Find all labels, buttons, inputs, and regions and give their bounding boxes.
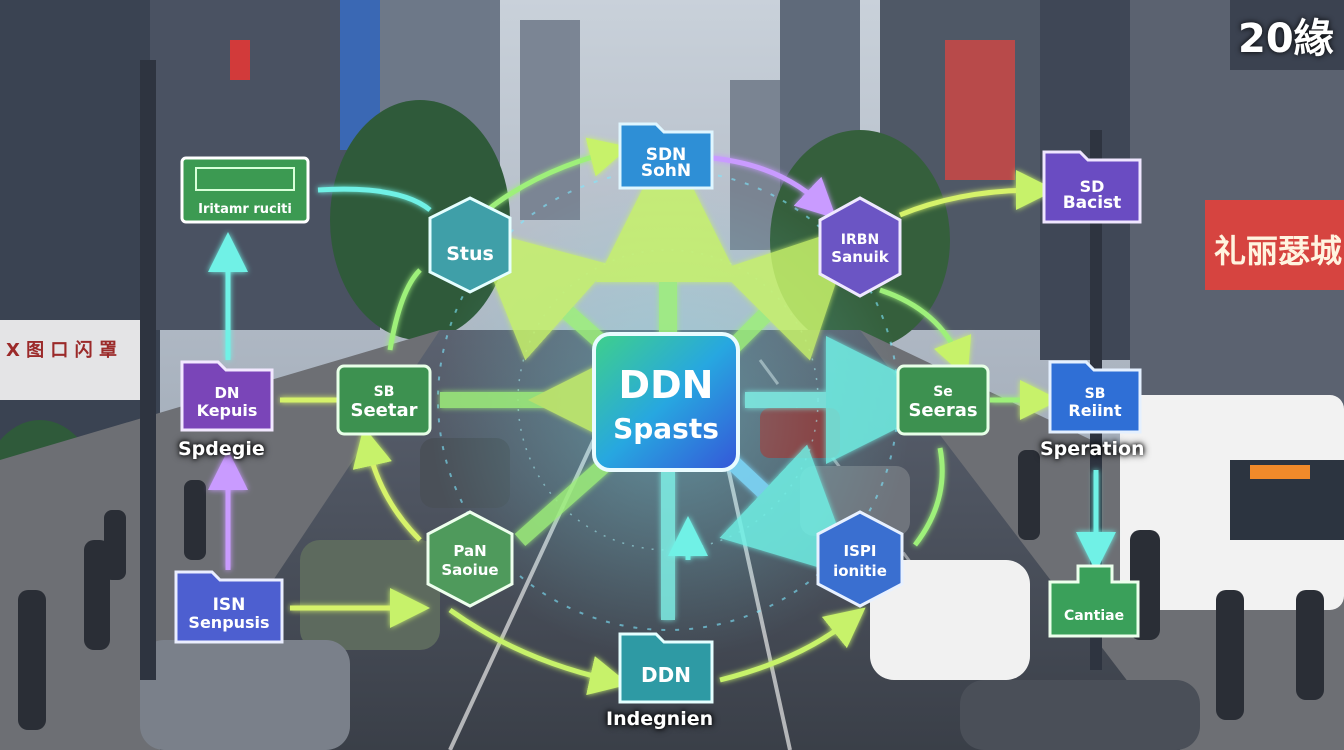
storefront-text-left: Ⅹ 图 口 闪 罩	[6, 340, 117, 361]
node-top-line2: SohN	[641, 161, 691, 181]
caption-spdegie: Spdegie	[178, 438, 265, 460]
node-top-line1: SDN	[646, 145, 687, 165]
node-folder-kepuis[interactable]: DN Kepuis	[180, 360, 274, 432]
node-kepuis-line2: Kepuis	[197, 401, 258, 420]
node-tab-seeras[interactable]: Se Seeras	[896, 364, 990, 436]
node-folder-reiint[interactable]: SB Reiint	[1048, 360, 1142, 434]
node-seeras-line2: Seeras	[908, 400, 977, 421]
node-signboard-label: Iritamr ruciti	[198, 202, 292, 217]
node-tab-seetar[interactable]: SB Seetar	[336, 364, 432, 436]
hub-node[interactable]: DDN Spasts	[592, 332, 740, 472]
car	[870, 560, 1030, 680]
node-reiint-line1: SB	[1085, 386, 1106, 402]
node-seetar-line2: Seetar	[350, 400, 417, 421]
car	[960, 680, 1200, 750]
street-pole	[140, 60, 156, 680]
node-folder-top[interactable]: SDN SohN	[618, 122, 714, 190]
node-seeras-line1: Se	[933, 384, 953, 400]
node-folder-bottom[interactable]: DDN	[618, 632, 714, 704]
node-stus-label: Stus	[446, 243, 494, 265]
node-hexagon-sanuik[interactable]: IRBN Sanuik	[818, 196, 902, 298]
node-tab-cantiae[interactable]: Cantiae	[1048, 564, 1140, 638]
node-folder-senpusis[interactable]: ISN Senpusis	[174, 570, 284, 644]
node-saoiue-line1: PaN	[453, 542, 486, 560]
caption-speration: Speration	[1040, 438, 1145, 460]
node-saoiue-line2: Saoiue	[441, 561, 498, 579]
car	[140, 640, 350, 750]
hub-label-line2: Spasts	[613, 412, 719, 445]
node-sanuik-line2: Sanuik	[831, 248, 889, 266]
store-sign-left	[0, 320, 140, 400]
node-hexagon-ionitie[interactable]: ISPI ionitie	[816, 510, 904, 608]
hub-label-line1: DDN	[619, 363, 714, 407]
sidewalk-left	[0, 330, 440, 750]
node-signboard[interactable]: Iritamr ruciti	[180, 156, 310, 224]
node-top-right-line1: SD	[1080, 177, 1105, 196]
node-senpusis-line2: Senpusis	[188, 613, 269, 632]
building	[520, 20, 580, 220]
node-senpusis-line1: ISN	[213, 595, 246, 615]
store-sign-right	[1205, 200, 1344, 290]
node-kepuis-line1: DN	[214, 384, 239, 402]
node-reiint-line2: Reiint	[1068, 401, 1122, 420]
node-bottom-label: DDN	[641, 663, 691, 687]
storefront-text-top-right: 20緣	[1238, 16, 1334, 62]
node-ionitie-line1: ISPI	[844, 542, 877, 560]
node-seetar-line1: SB	[374, 384, 395, 400]
node-cantiae-label: Cantiae	[1064, 608, 1124, 624]
node-hexagon-stus[interactable]: Stus	[428, 196, 512, 294]
node-sanuik-line1: IRBN	[841, 232, 879, 248]
connector-arrows	[208, 137, 1116, 696]
node-folder-top-right[interactable]: SD Bacist	[1042, 150, 1142, 224]
spoke-arrows	[440, 138, 954, 620]
storefront-text-mid-right: 礼丽瑟城	[1214, 232, 1343, 270]
node-ionitie-line2: ionitie	[833, 562, 887, 580]
node-top-right-line2: Bacist	[1063, 193, 1122, 213]
node-hexagon-saoiue[interactable]: PaN Saoiue	[426, 510, 514, 608]
caption-indegnien: Indegnien	[606, 708, 714, 730]
pedestrians	[18, 450, 1324, 730]
